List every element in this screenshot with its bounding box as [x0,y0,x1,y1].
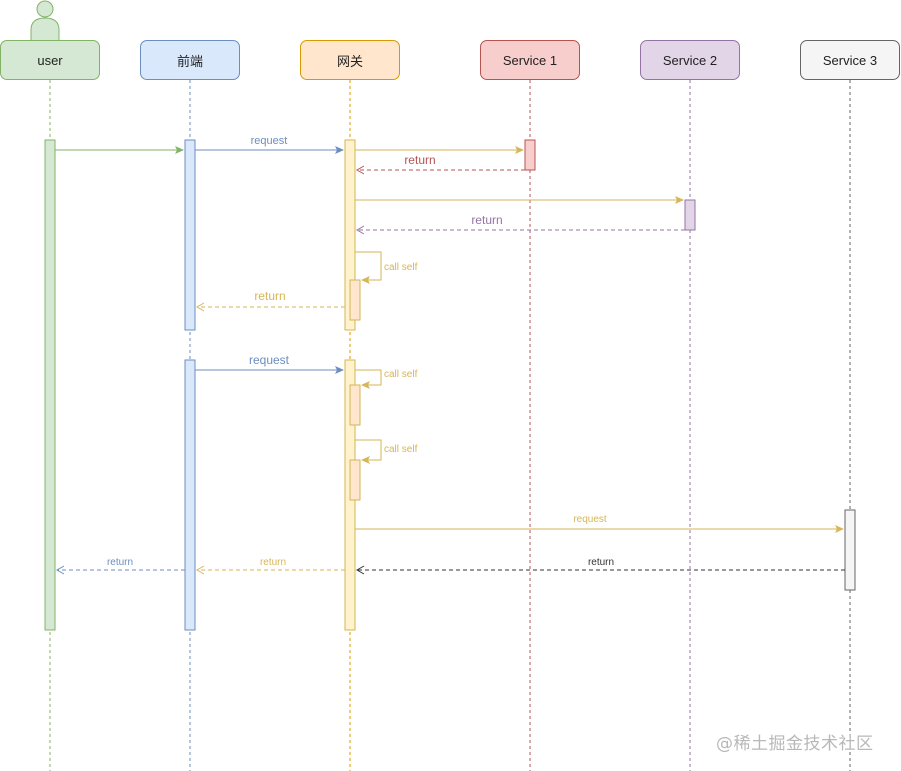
participant-gateway-label: 网关 [336,53,363,69]
participant-gateway: 网关 [300,40,400,80]
return-arrowhead-5 [355,225,365,235]
activation-bar-user-0 [44,139,56,631]
activation-bar-service3-7 [844,509,856,591]
participant-service2: Service 2 [640,40,740,80]
message-label-1: request [251,135,288,147]
activation-bar-gateway-9 [349,384,361,426]
message-label-9: call self [384,369,418,380]
return-arrowhead-12 [355,565,365,575]
message-label-12: return [588,557,614,568]
message-label-13: return [260,557,286,568]
participant-service2-label: Service 2 [662,52,718,68]
participant-frontend-label: 前端 [176,53,203,69]
self-call-arrow-6 [355,251,382,284]
activation-bar-gateway-3 [344,139,356,331]
user-actor-icon [30,0,60,40]
activation-bar-service1-5 [524,139,536,171]
activation-bar-frontend-1 [184,139,196,331]
activation-bar-frontend-2 [184,359,196,631]
actor-body [30,17,60,40]
message-label-11: request [573,514,607,525]
activation-bar-gateway-10 [349,459,361,501]
watermark: @稀土掘金技术社区 [716,734,874,754]
activation-bar-service2-6 [684,199,696,231]
message-label-5: return [471,213,502,227]
activation-bar-gateway-8 [349,279,361,321]
message-label-6: call self [384,262,418,273]
self-call-arrow-9 [355,369,382,389]
message-label-8: request [249,353,290,367]
message-label-7: return [254,289,285,303]
participant-service3-label: Service 3 [822,52,878,68]
message-label-3: return [404,153,435,167]
message-label-10: call self [384,444,418,455]
return-arrowhead-3 [355,165,365,175]
participant-service1: Service 1 [480,40,580,80]
participant-user-label: user [37,52,63,68]
participant-service1-label: Service 1 [502,52,558,68]
self-call-arrow-10 [355,439,382,464]
actor-head [36,0,54,18]
participant-service3: Service 3 [800,40,900,80]
participant-frontend: 前端 [140,40,240,80]
message-label-14: return [107,557,133,568]
participant-user: user [0,40,100,80]
